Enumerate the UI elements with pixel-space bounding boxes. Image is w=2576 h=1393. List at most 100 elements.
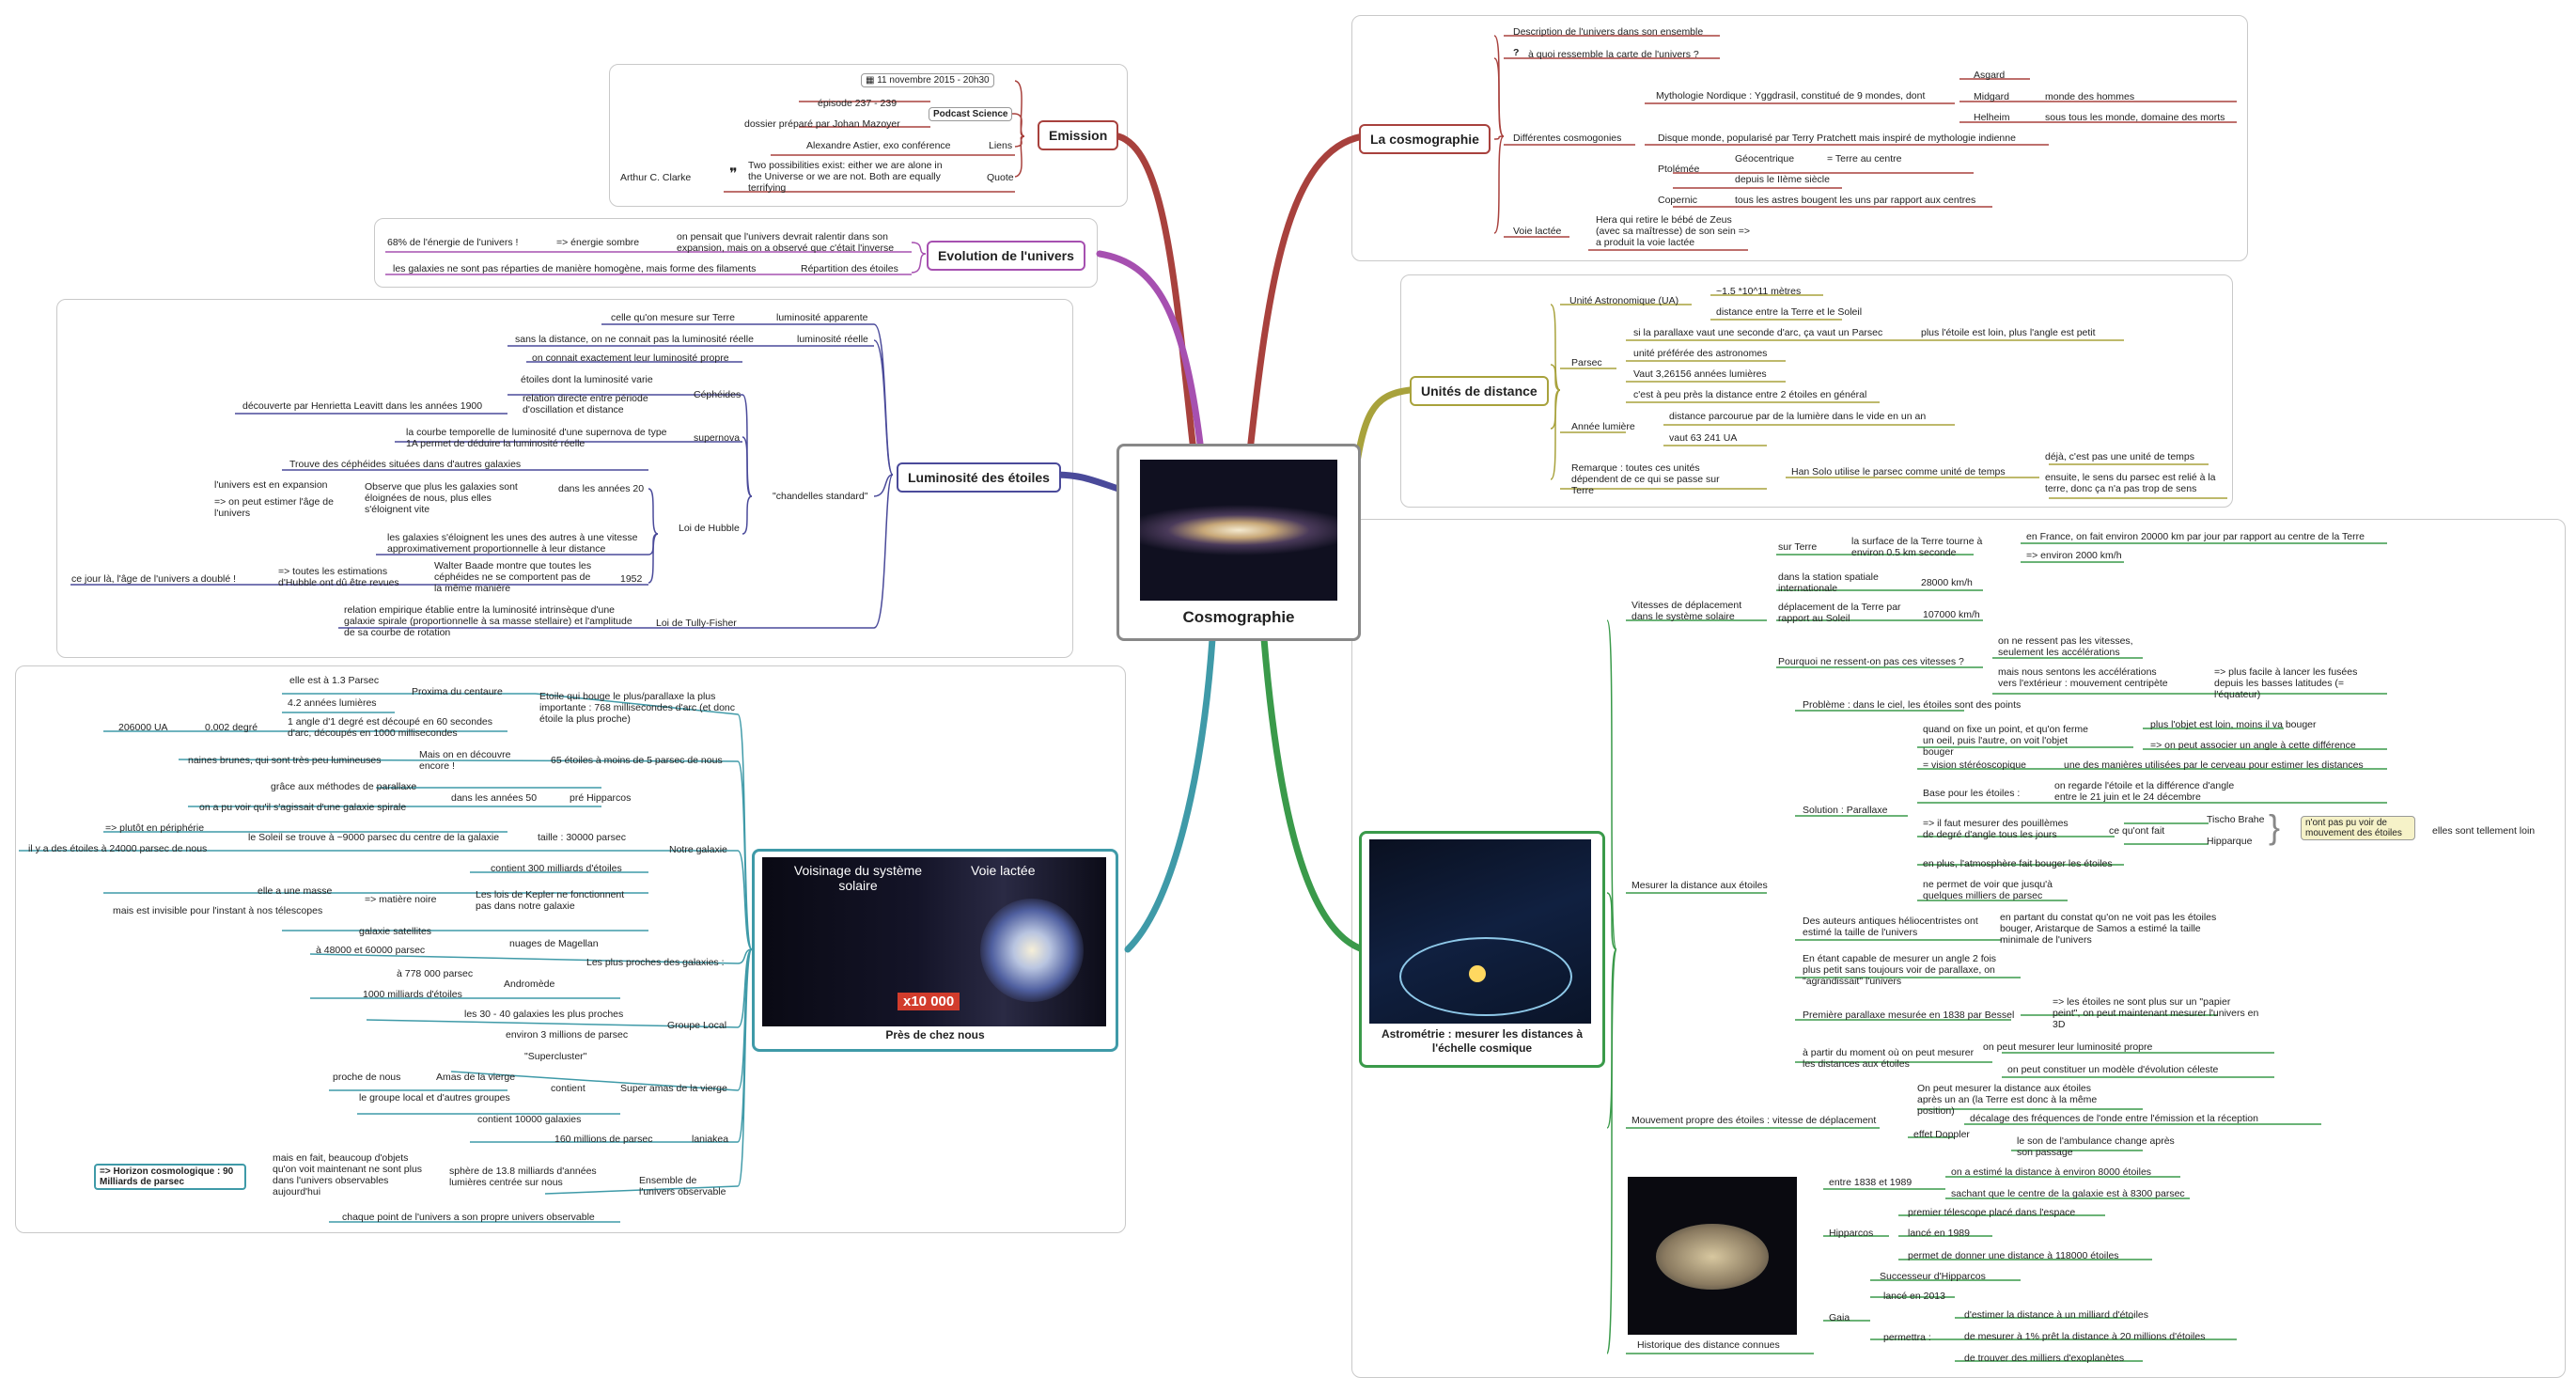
unites-node[interactable]: Unités de distance [1410,376,1549,406]
lum-l16: Observe que plus les galaxies sont éloig… [365,481,518,515]
astro-a40: Mouvement propre des étoiles : vitesse d… [1631,1115,1877,1126]
unites-u8: Vaut 3,26156 années lumières [1633,368,1767,380]
evolution-e3: on pensait que l'univers devrait ralenti… [677,231,895,254]
astro-sun [1469,965,1486,982]
luminosite-node[interactable]: Luminosité des étoiles [897,462,1061,493]
astro-a25: Hipparque [2207,836,2253,847]
cosmo-c2: à quoi ressemble la carte de l'univers ? [1528,49,1699,60]
lum-l4: luminosité réelle [797,334,868,345]
lum-l14: l'univers est en expansion [214,479,328,491]
astro-a31: Mesurer la distance aux étoiles [1631,880,1768,891]
quote-author: Arthur C. Clarke [620,172,692,183]
cosmo-c18: Hera qui retire le bébé de Zeus (avec sa… [1596,214,1750,248]
cosmo-c10: Disque monde, popularisé par Terry Pratc… [1658,133,2016,144]
evolution-node[interactable]: Evolution de l'univers [927,241,1085,271]
unites-u13: Remarque : toutes ces unités dépendent d… [1571,462,1720,496]
astro-a19: une des manières utilisées par le cervea… [2064,759,2364,771]
lum-l23: 1952 [620,573,643,585]
emission-node[interactable]: Emission [1038,120,1119,150]
astro-a55: lancé en 2013 [1883,1291,1945,1302]
astro-orbit [1399,937,1572,1016]
astro-a46: entre 1838 et 1989 [1829,1177,1912,1188]
proche-p30: 1000 milliards d'étoiles [363,989,462,1000]
lum-l6: étoiles dont la luminosité varie [521,374,653,385]
astro-title: Astrométrie : mesurer les distances à l'… [1381,1027,1584,1055]
astro-a33: en partant du constat qu'on ne voit pas … [2000,912,2217,946]
emission-date: ▦ 11 novembre 2015 - 20h30 [861,73,994,87]
proche-p14: on a pu voir qu'il s'agissait d'une gala… [199,802,407,813]
unites-u3: distance entre la Terre et le Soleil [1716,306,1863,318]
cosmo-c1: Description de l'univers dans son ensemb… [1513,26,1704,38]
brace-icon: } [2269,807,2281,846]
question-icon: ? [1513,47,1520,58]
astro-a6: dans la station spatiale internationale [1778,571,1879,594]
proche-p42: 160 millions de parsec [554,1134,653,1145]
proche-p22: => matière noire [365,894,437,905]
proche-node[interactable]: Voisinage du système solaire Voie lactée… [752,849,1118,1052]
lum-l20: ce jour là, l'âge de l'univers a doublé … [71,573,237,585]
proche-image-right-label: Voie lactée [971,863,1036,878]
astro-a37: à partir du moment où on peut mesurer le… [1803,1047,1975,1070]
astro-a29: en plus, l'atmosphère fait bouger les ét… [1923,858,2113,869]
astro-a23: ce qu'ont fait [2109,825,2165,837]
proche-p24: Les lois de Kepler ne fonctionnent pas d… [476,889,625,912]
evolution-e4: les galaxies ne sont pas réparties de ma… [393,263,757,274]
proche-p21: elle a une masse [258,885,333,897]
astro-a56: permettra : [1883,1332,1931,1343]
proche-p2: Proxima du centaure [412,686,503,697]
proche-p29: Andromède [504,978,555,990]
astro-a28: Solution : Parallaxe [1803,805,1888,816]
astro-node[interactable]: Astrométrie : mesurer les distances à l'… [1359,831,1605,1068]
proche-p12: dans les années 50 [451,792,538,804]
astro-a10: Pourquoi ne ressent-on pas ces vitesses … [1778,656,1964,667]
proche-image-galaxy [980,899,1084,1002]
astro-a39: on peut constituer un modèle d'évolution… [2007,1064,2219,1075]
astro-a21: on regarde l'étoile et la différence d'a… [2054,780,2235,803]
proche-p16: le Soleil se trouve à ~9000 parsec du ce… [248,832,500,843]
podcast-label: Podcast Science [929,107,1013,121]
proche-p27: à 48000 et 60000 parsec [316,945,426,956]
astro-a9: 107000 km/h [1923,609,1980,620]
astro-a22: => il faut mesurer des pouillèmes de deg… [1923,818,2069,840]
astro-a35: Première parallaxe mesurée en 1838 par B… [1803,1010,2015,1021]
lum-l22: Walter Baade montre que toutes les céphé… [434,560,592,594]
astro-a20: Base pour les étoiles : [1923,788,2021,799]
astro-a15: quand on fixe un point, et qu'on ferme u… [1923,724,2088,758]
cosmo-c11: Géocentrique [1735,153,1795,164]
liens-label[interactable]: Liens [989,140,1013,151]
astro-a26: n'ont pas pu voir de mouvement des étoil… [2301,816,2415,840]
proche-p35: "Supercluster" [524,1051,587,1062]
cosmo-c7: Helheim [1974,112,2010,123]
center-node[interactable]: Cosmographie [1116,444,1361,641]
astro-a16: plus l'objet est loin, moins il va bouge… [2150,719,2317,730]
unites-u9: c'est à peu près la distance entre 2 éto… [1633,389,1867,400]
cosmo-c14: depuis le IIème siècle [1735,174,1830,185]
proche-p45: mais en fait, beaucoup d'objets qu'on vo… [273,1152,423,1197]
proche-p3: 4.2 années lumières [288,697,377,709]
proche-p40: contient 10000 galaxies [477,1114,582,1125]
proche-title: Près de chez nous [885,1028,985,1041]
astro-a51: lancé en 1989 [1908,1228,1970,1239]
proche-p10: 65 étoiles à moins de 5 parsec de nous [551,755,723,766]
proche-p34: Groupe Local [667,1020,727,1031]
astro-a47: on a estimé la distance à environ 8000 é… [1951,1166,2152,1178]
astro-a18: = vision stéréoscopique [1923,759,2027,771]
astro-a24: Tischo Brahe [2207,814,2265,825]
cosmo-c4: Asgard [1974,70,2006,81]
lum-l5: on connait exactement leur luminosité pr… [532,352,729,364]
proche-p4: Etoile qui bouge le plus/parallaxe la pl… [539,691,736,725]
astro-a7: 28000 km/h [1921,577,1973,588]
lum-l7: relation directe entre période d'oscilla… [523,393,648,415]
lum-l9: Céphéides [694,389,742,400]
cosmo-node[interactable]: La cosmographie [1359,124,1491,154]
proche-p15: => plutôt en périphérie [105,822,205,834]
proche-p18: taille : 30000 parsec [538,832,626,843]
astro-a2: sur Terre [1778,541,1818,553]
astro-a36: => les étoiles ne sont plus sur un "papi… [2053,996,2259,1030]
evolution-e5: Répartition des étoiles [801,263,898,274]
astro-a59: de trouver des milliers d'exoplanètes [1964,1353,2125,1364]
astro-a3: la surface de la Terre tourne à environ … [1851,536,1983,558]
proche-p47: Ensemble de l'univers observable [639,1175,726,1197]
cosmo-c5: Midgard [1974,91,2009,102]
lum-l24: relation empirique établie entre la lumi… [344,604,632,638]
